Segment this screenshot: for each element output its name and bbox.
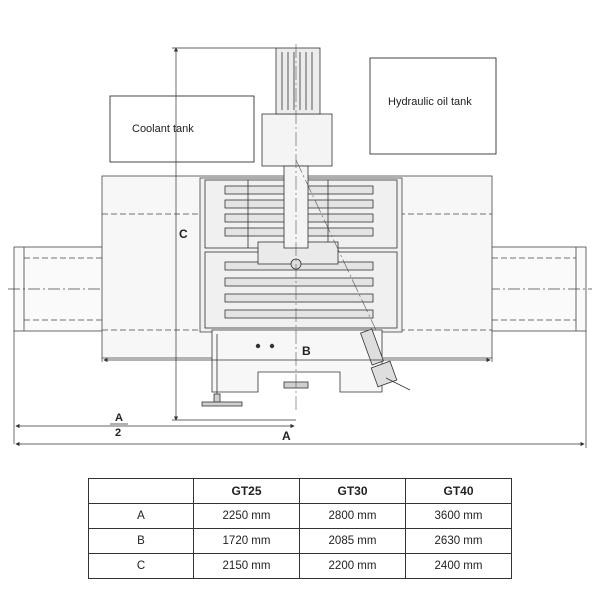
- table-cell: 2400 mm: [405, 553, 512, 579]
- table-cell: 1720 mm: [193, 528, 300, 554]
- table-cell: 2150 mm: [193, 553, 300, 579]
- table-row: B 1720 mm 2085 mm 2630 mm: [88, 528, 512, 554]
- column-header-gt25: GT25: [193, 478, 300, 504]
- table-cell: 2200 mm: [299, 553, 406, 579]
- dimension-a-label: A: [282, 429, 291, 443]
- table-row: A 2250 mm 2800 mm 3600 mm: [88, 503, 512, 529]
- table-corner-cell: [88, 478, 194, 504]
- dimension-b-label: B: [302, 344, 311, 358]
- dimension-a: A: [15, 331, 587, 448]
- machine-base: [201, 329, 383, 407]
- handwheel-assembly: [360, 328, 411, 391]
- table-cell: 2800 mm: [299, 503, 406, 529]
- column-header-gt30: GT30: [299, 478, 406, 504]
- half-a-denominator: 2: [115, 427, 121, 439]
- table-header-row: GT25 GT30 GT40: [88, 478, 512, 504]
- table-cell: 3600 mm: [405, 503, 512, 529]
- lower-tool-magazine: [204, 241, 398, 329]
- table-cell: 2630 mm: [405, 528, 512, 554]
- row-label: B: [88, 528, 194, 554]
- dimension-c-label: C: [179, 227, 188, 241]
- table-cell: 2250 mm: [193, 503, 300, 529]
- row-label: A: [88, 503, 194, 529]
- column-header-gt40: GT40: [405, 478, 512, 504]
- hydraulic-oil-tank: Hydraulic oil tank: [369, 57, 497, 155]
- table-row: C 2150 mm 2200 mm 2400 mm: [88, 553, 512, 579]
- half-a-numerator: A: [115, 412, 123, 424]
- table-cell: 2085 mm: [299, 528, 406, 554]
- coolant-tank: Coolant tank: [109, 95, 255, 163]
- center-lines: [295, 44, 377, 410]
- coolant-tank-label: Coolant tank: [132, 123, 194, 135]
- dimension-b: B: [101, 344, 493, 363]
- row-label: C: [88, 553, 194, 579]
- machine-layout-drawing: Coolant tank Hydraulic oil tank C B A 2 …: [8, 44, 592, 448]
- dimension-half-a: A 2: [13, 331, 295, 444]
- dimension-spec-table: GT25 GT30 GT40 A 2250 mm 2800 mm 3600 mm…: [88, 478, 512, 579]
- hydraulic-tank-label: Hydraulic oil tank: [388, 96, 472, 108]
